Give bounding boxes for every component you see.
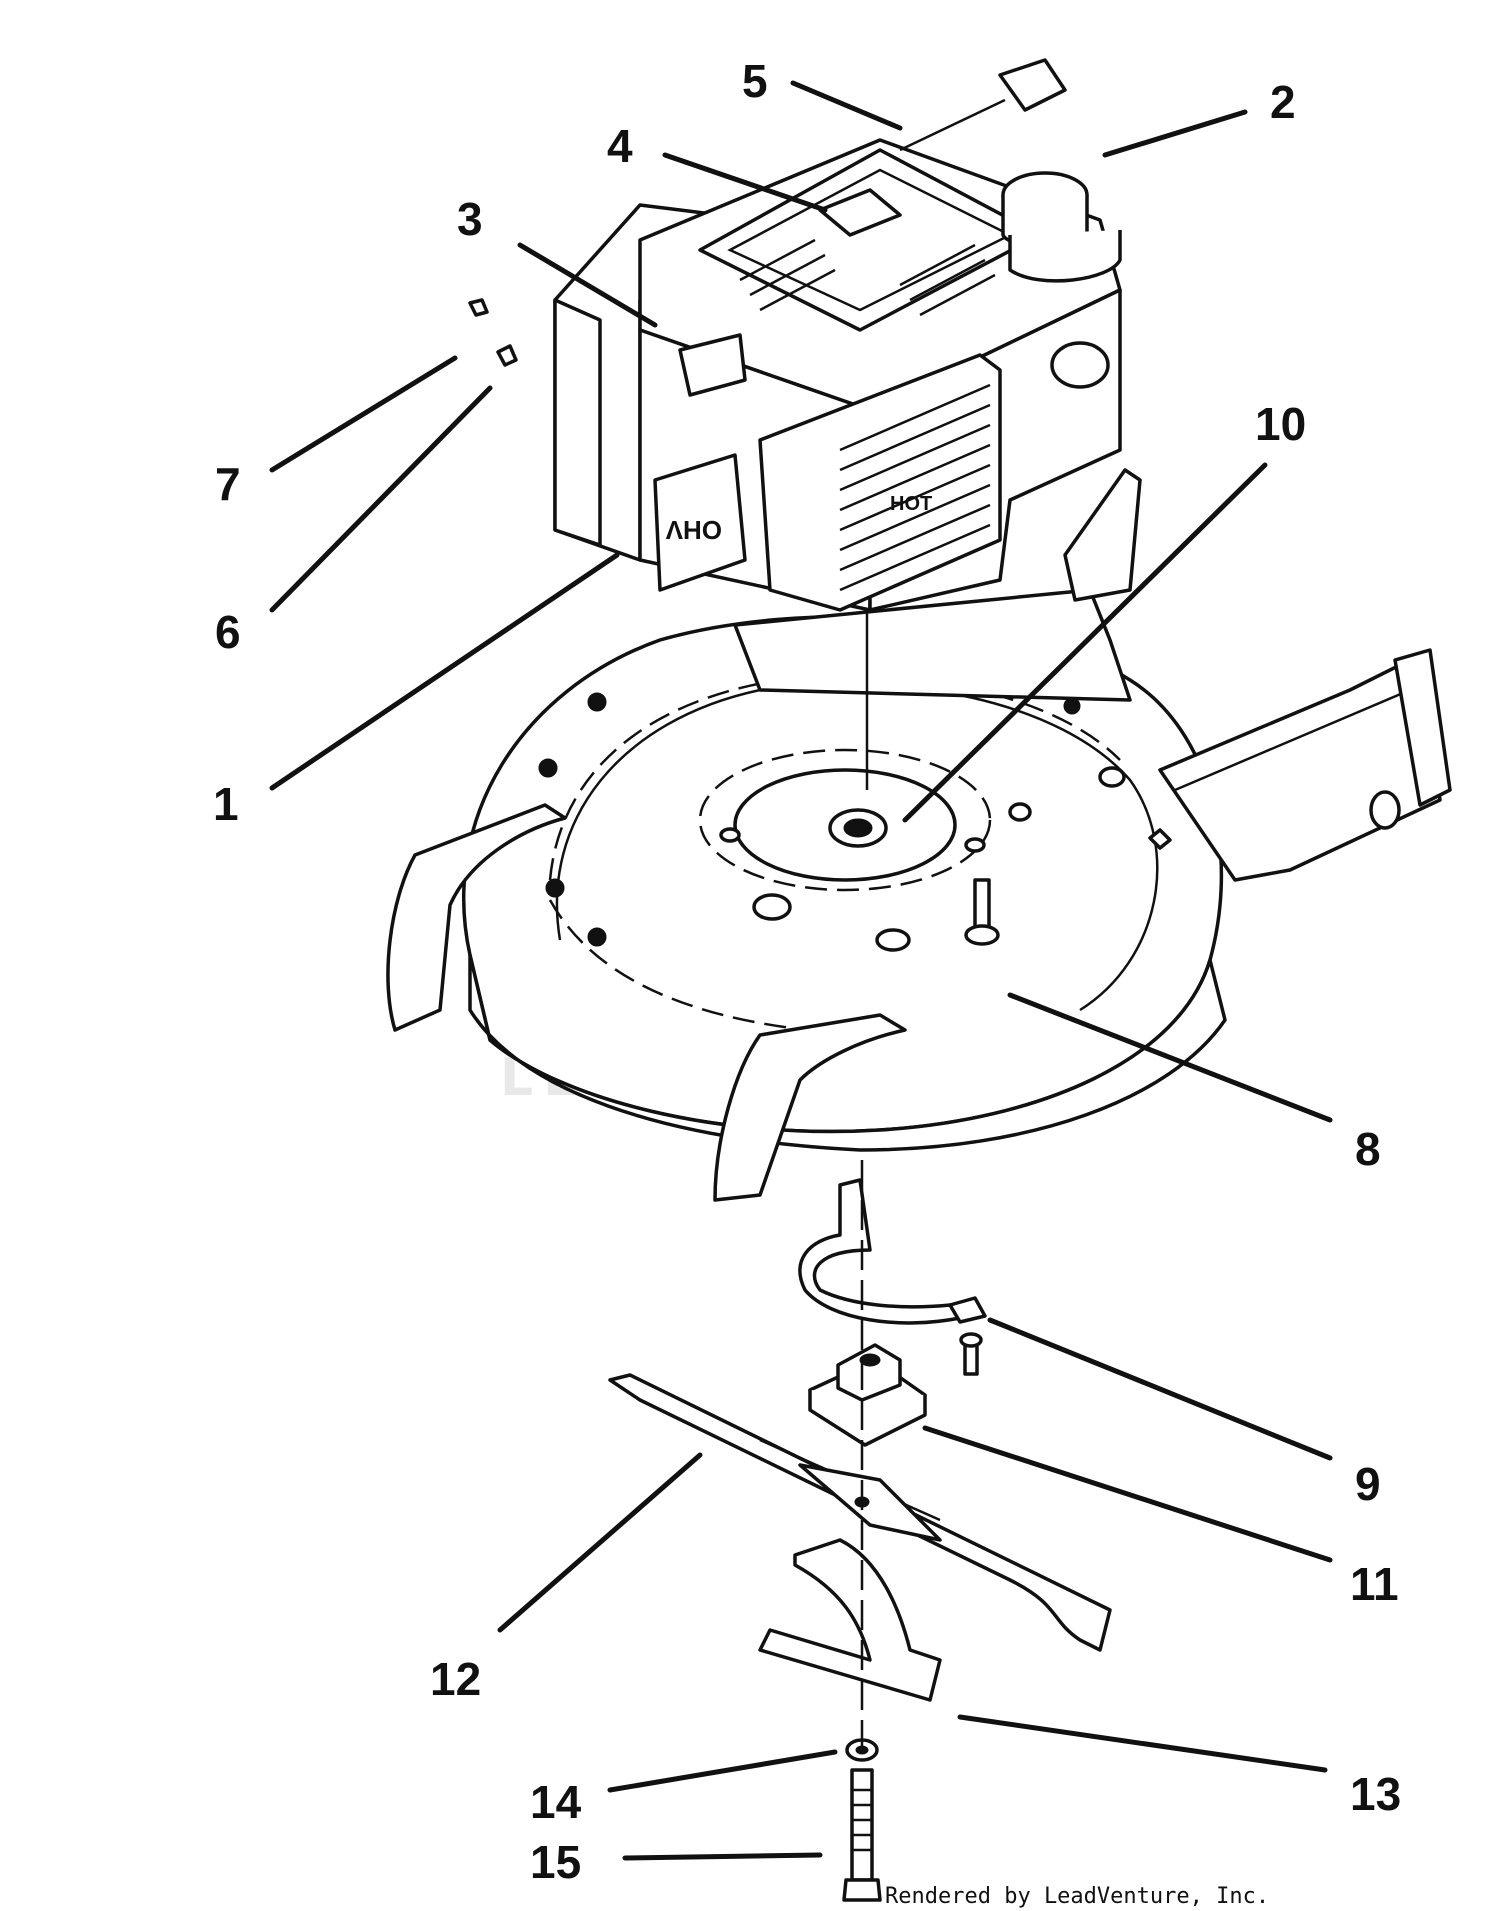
callout-7: 7: [215, 458, 241, 510]
blade-adapter: [808, 1343, 927, 1447]
hot-label: HOT: [890, 493, 932, 515]
ohv-label: OHV: [665, 515, 722, 545]
baffle: [758, 1538, 942, 1702]
callout-15: 15: [530, 1836, 581, 1888]
footer-credit: Rendered by LeadVenture, Inc.: [885, 1884, 1270, 1909]
callout-13: 13: [1350, 1768, 1401, 1820]
blade: [608, 1373, 1112, 1652]
callout-8: 8: [1355, 1123, 1381, 1175]
callout-3: 3: [457, 193, 483, 245]
engine: HOT OHV: [468, 58, 1122, 790]
callout-10: 10: [1255, 398, 1306, 450]
callout-11: 11: [1350, 1558, 1399, 1610]
leader-lines: [269, 80, 1333, 1861]
blade-bolt: [842, 1768, 882, 1902]
callout-labels: 1 2 3 4 5 6 7 8 9 10 11 12 13 14 15: [213, 55, 1401, 1888]
callout-1: 1: [213, 778, 239, 830]
callout-6: 6: [215, 606, 241, 658]
callout-5: 5: [742, 55, 768, 107]
callout-9: 9: [1355, 1458, 1381, 1510]
callout-14: 14: [530, 1776, 582, 1828]
callout-4: 4: [607, 120, 633, 172]
callout-12: 12: [430, 1653, 481, 1705]
blade-brake-bracket: [798, 1178, 987, 1376]
callout-2: 2: [1270, 76, 1296, 128]
